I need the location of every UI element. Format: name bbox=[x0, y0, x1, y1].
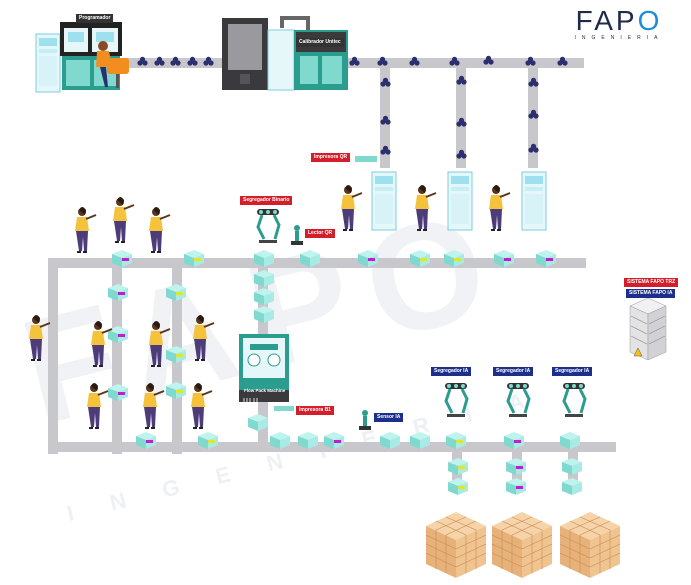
segregador-ia-label-3: Segregador IA bbox=[552, 367, 593, 376]
sistema-ia-label: SISTEMA FAPO IA bbox=[626, 289, 676, 298]
robot-arm-icon bbox=[505, 381, 531, 419]
robot-arm-icon bbox=[443, 381, 469, 419]
calibrator-machine bbox=[222, 16, 348, 91]
box-pallet-icon bbox=[425, 511, 621, 579]
server-icon bbox=[629, 297, 667, 361]
lector-qr-label: Lector QR bbox=[305, 229, 336, 238]
sensor-icon bbox=[291, 225, 303, 245]
flow-pack-machine bbox=[239, 334, 294, 411]
robot-arm-icon bbox=[255, 207, 281, 245]
box-items bbox=[108, 250, 582, 495]
segregador-binario-label: Segregador Binario bbox=[240, 196, 293, 205]
qr-operators bbox=[340, 156, 547, 232]
printer-icon bbox=[355, 156, 377, 162]
flow-pack-label: Flow Pack Machine bbox=[244, 388, 286, 393]
segregador-ia-label-1: Segregador IA bbox=[431, 367, 472, 376]
sistema-trz-label: SISTEMA FAPO TRZ bbox=[624, 278, 679, 287]
brand-tagline: INGENIERIA bbox=[574, 35, 664, 41]
impresora-b1-label: Impresora B1 bbox=[296, 406, 334, 415]
brand-name-prefix: FAP bbox=[575, 5, 638, 36]
brand-name-suffix: O bbox=[637, 5, 663, 36]
sensor-ia-label: Sensor IA bbox=[374, 413, 404, 422]
segregador-ia-label-2: Segregador IA bbox=[493, 367, 534, 376]
calibrador-label: Calibrador Unitec bbox=[296, 38, 344, 47]
robot-arm-icon bbox=[561, 381, 587, 419]
programador-label: Programador bbox=[76, 14, 114, 23]
impresora-qr-label: Impresora QR bbox=[311, 153, 351, 162]
brand-logo: FAPO INGENIERIA bbox=[556, 5, 682, 42]
programmer-station bbox=[35, 22, 129, 93]
sensor-icon bbox=[359, 410, 371, 430]
